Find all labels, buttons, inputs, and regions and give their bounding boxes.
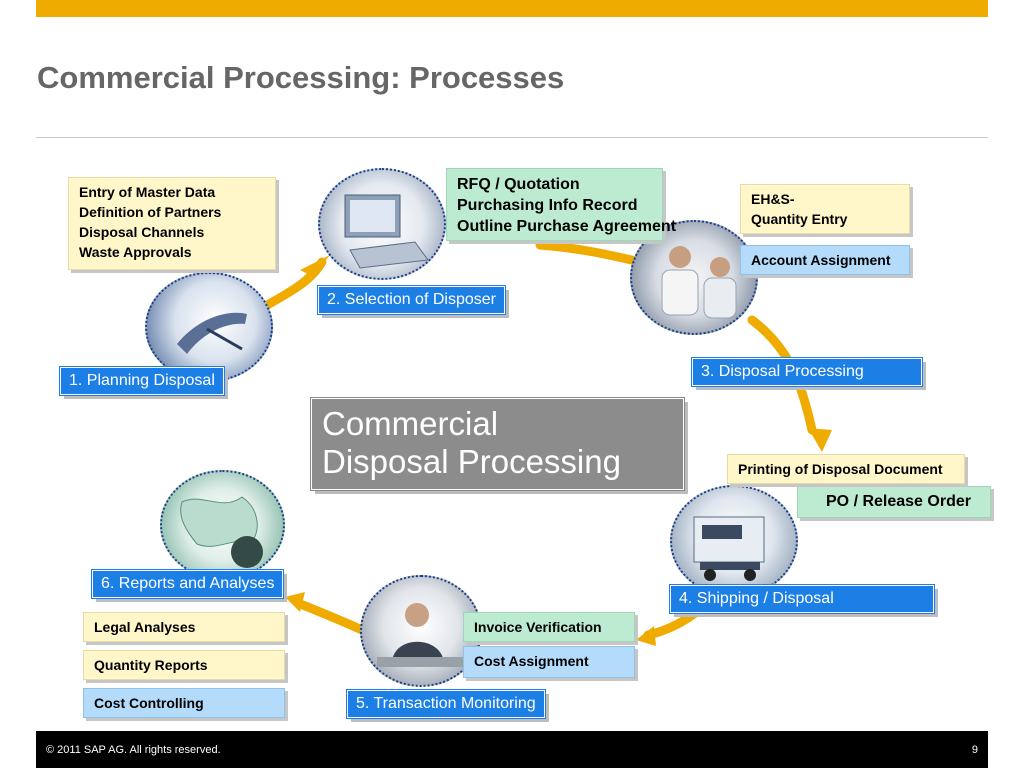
computer-keyboard-icon [344,194,429,269]
footer-copyright: © 2011 SAP AG. All rights reserved. [46,744,221,756]
cost-assignment-box: Cost Assignment [463,646,635,678]
selection-item-rfq: RFQ / Quotation [457,176,580,193]
footer-bar: © 2011 SAP AG. All rights reserved. 9 [36,731,988,768]
monitoring-photo [360,575,482,687]
selection-photo [318,168,446,280]
selection-item-outline-agreement: Outline Purchase Agreement [457,218,677,235]
footer-page-number: 9 [971,744,978,756]
step-5-transaction-monitoring: 5. Transaction Monitoring [346,689,546,719]
ehs-quantity-box: EH&S- Quantity Entry [740,184,910,234]
invoice-verification-box: Invoice Verification [463,612,635,642]
step-6-reports-and-analyses: 6. Reports and Analyses [90,569,285,599]
page-title: Commercial Processing: Processes [37,60,565,95]
arrow-head-3-4 [808,428,832,452]
top-accent-bar [36,0,988,17]
step-4-shipping-disposal: 4. Shipping / Disposal [669,584,935,614]
selection-item-info-record: Purchasing Info Record [457,197,638,214]
businessman-desk-icon [377,603,472,667]
quantity-reports-box: Quantity Reports [83,650,285,680]
map-globe-icon [180,496,263,568]
printing-disposal-document-box: Printing of Disposal Document [727,454,965,484]
step-3-disposal-processing: 3. Disposal Processing [691,357,923,387]
planning-photo [145,272,273,382]
business-meeting-icon [661,246,737,319]
pen-hand-icon [177,312,247,354]
planning-item-approvals: Waste Approvals [79,244,192,260]
account-assignment-box: Account Assignment [740,245,910,275]
ehs-line-2: Quantity Entry [751,211,848,227]
center-title-line-1: Commercial [322,405,499,442]
step-2-selection-of-disposer: 2. Selection of Disposer [317,285,506,315]
arrow-head-5-6 [285,592,305,612]
arrow-head-1-2 [300,255,330,276]
step-1-planning-disposal: 1. Planning Disposal [59,366,225,396]
ring-segment-5-6 [293,598,367,635]
title-divider [36,137,988,138]
ring-segment-2-3 [535,240,645,267]
arrow-head-4-5 [636,626,656,646]
cost-controlling-box: Cost Controlling [83,688,285,718]
ehs-line-1: EH&S- [751,191,795,207]
center-title-line-2: Disposal Processing [322,443,621,480]
center-title-box: Commercial Disposal Processing [310,397,685,491]
planning-item-master-data: Entry of Master Data [79,184,216,200]
legal-analyses-box: Legal Analyses [83,612,285,642]
reports-photo [160,470,285,580]
selection-details-box: RFQ / Quotation Purchasing Info Record O… [446,168,677,241]
po-release-order-box: PO / Release Order [797,486,991,518]
planning-item-partners: Definition of Partners [79,204,222,220]
planning-details-box: Entry of Master Data Definition of Partn… [68,177,276,270]
shipping-photo [670,485,798,597]
truck-icon [693,516,765,581]
planning-item-channels: Disposal Channels [79,224,205,240]
